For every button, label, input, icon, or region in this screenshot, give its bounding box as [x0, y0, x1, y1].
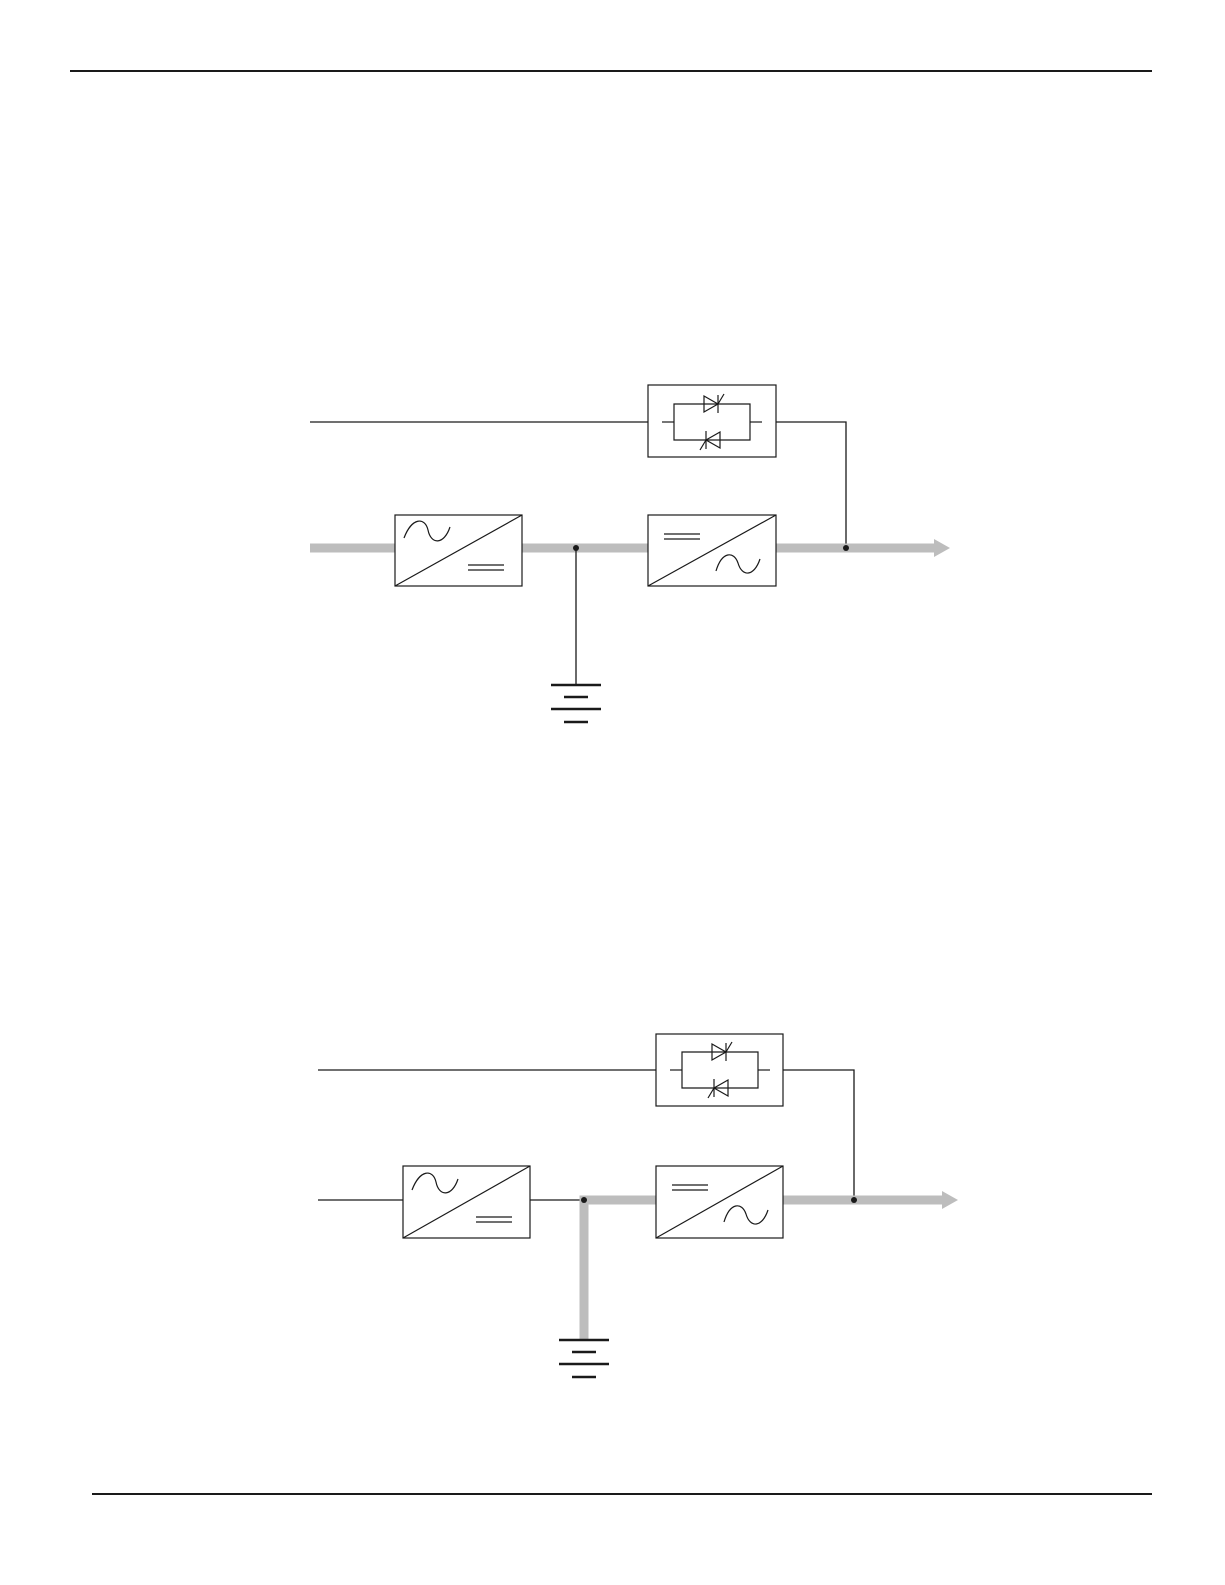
rectifier-icon — [395, 515, 522, 586]
junction-dot-icon — [843, 545, 849, 551]
ups-normal-mode-diagram — [0, 375, 1225, 775]
battery-icon — [551, 685, 601, 722]
rectifier-icon — [403, 1166, 530, 1238]
junction-dot-icon — [581, 1197, 587, 1203]
junction-dot-icon — [851, 1197, 857, 1203]
ups-battery-mode-diagram — [0, 1020, 1225, 1420]
battery-icon — [559, 1340, 609, 1377]
footer-rule — [92, 1493, 1152, 1495]
junction-dot-icon — [573, 545, 579, 551]
inverter-icon — [656, 1166, 783, 1238]
inverter-icon — [648, 515, 776, 586]
output-arrow-icon — [942, 1191, 958, 1209]
output-arrow-icon — [934, 539, 950, 557]
header-rule — [70, 70, 1152, 72]
bypass-output-line — [783, 1070, 854, 1200]
static-switch — [648, 385, 776, 457]
bypass-output-line — [776, 422, 846, 548]
static-switch — [656, 1034, 783, 1106]
